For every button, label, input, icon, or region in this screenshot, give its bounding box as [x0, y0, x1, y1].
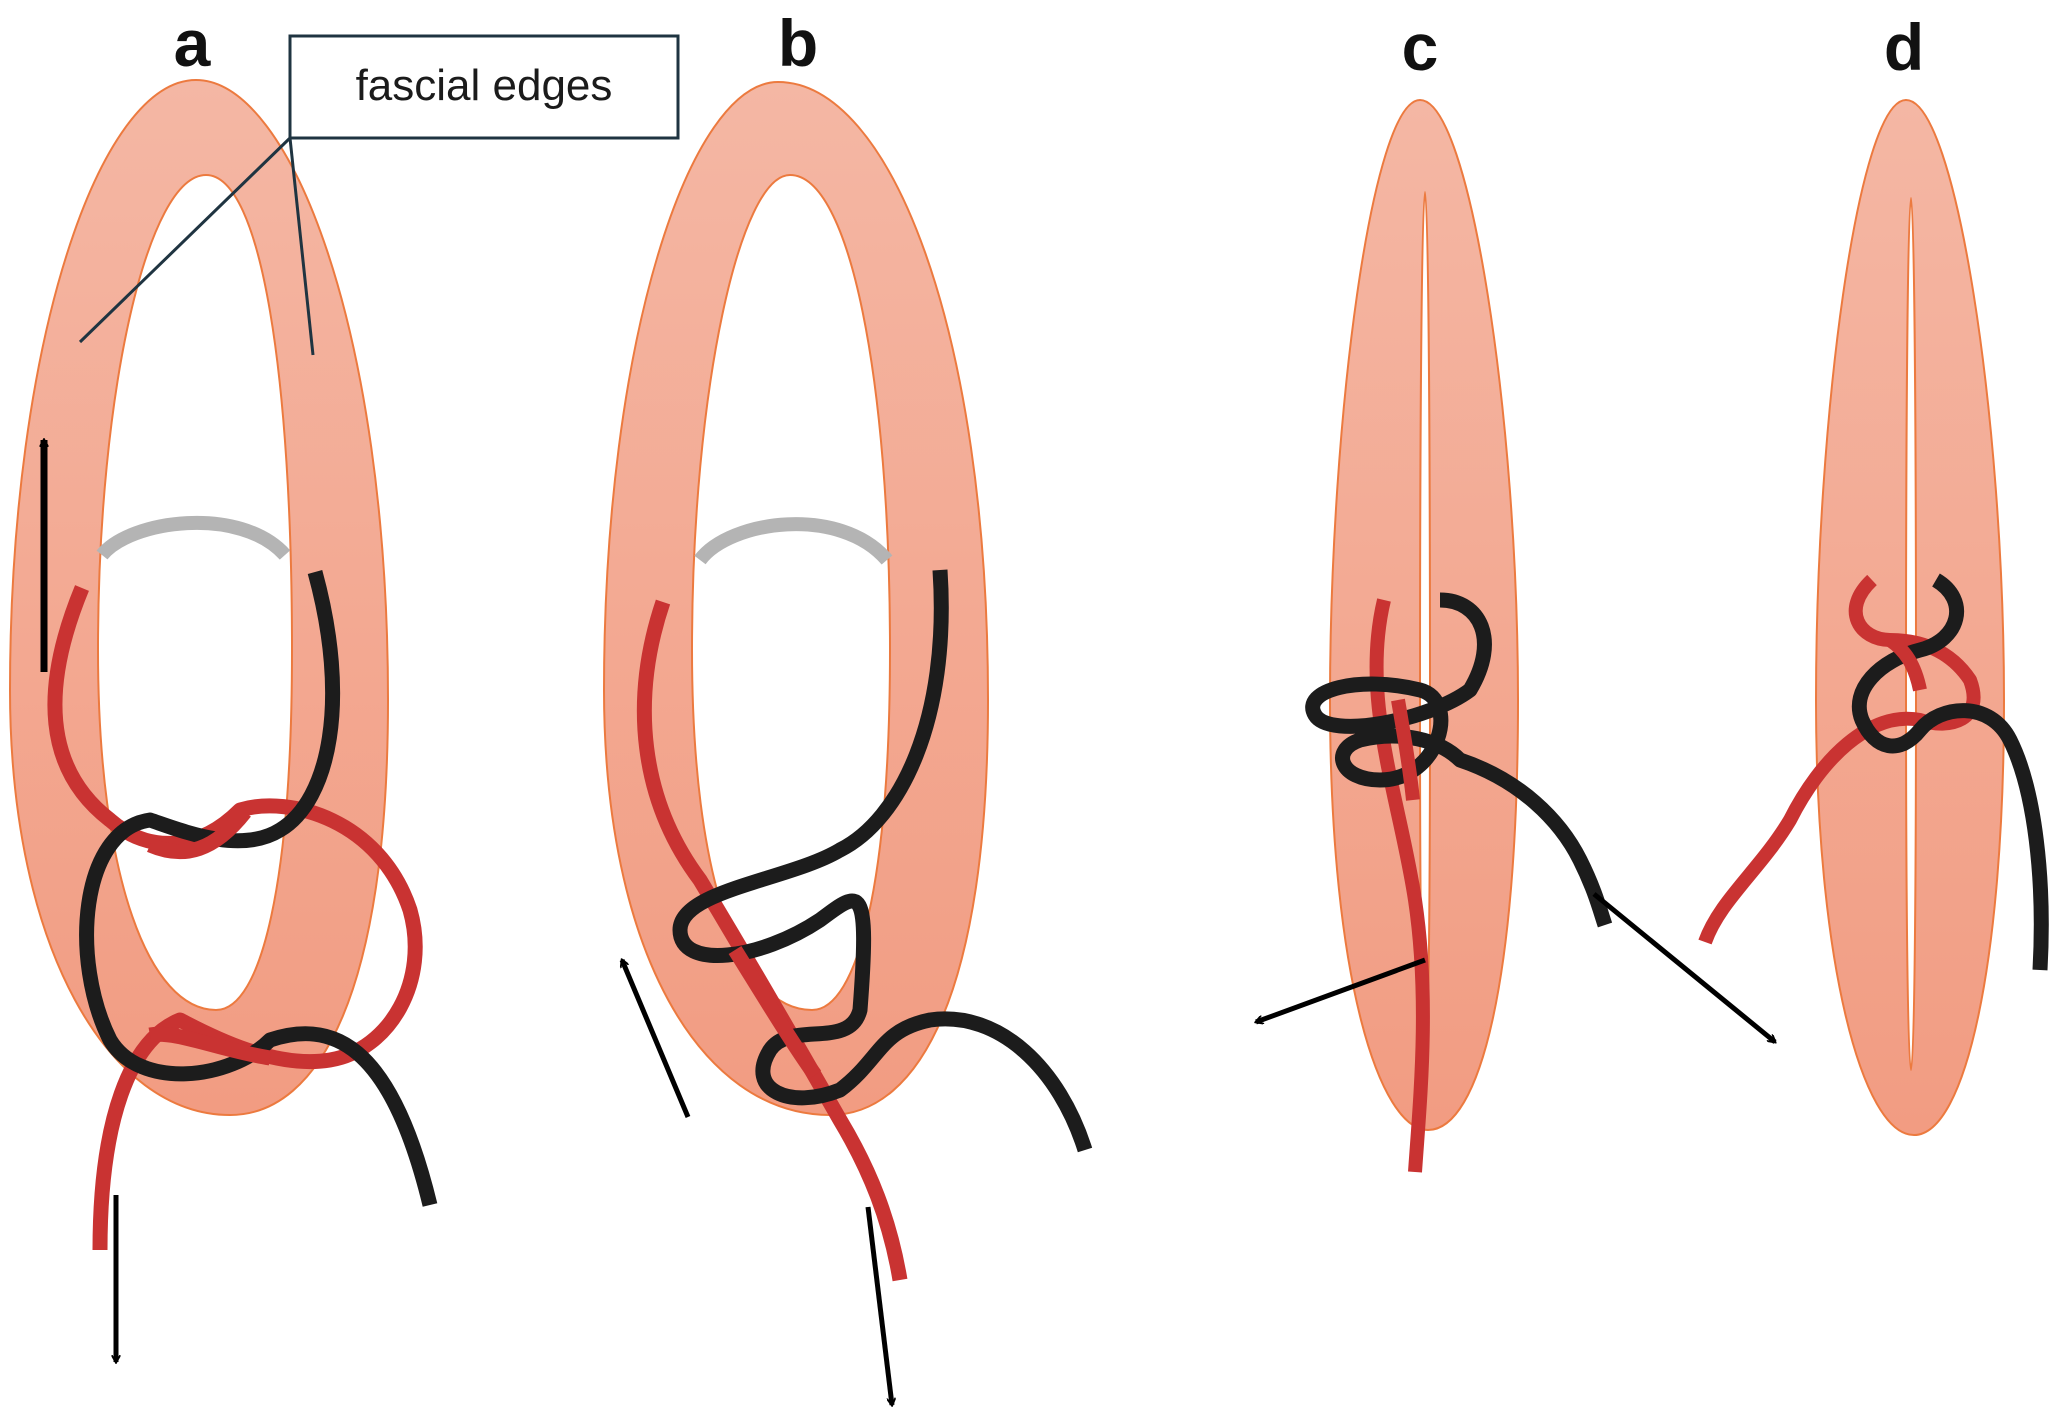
panel-letter-c: c — [1402, 10, 1439, 84]
panel-b: b — [604, 6, 1085, 1405]
panel-letter-d: d — [1884, 10, 1924, 84]
fascial-ring-b — [604, 82, 988, 1115]
callout-label: fascial edges — [356, 61, 613, 110]
needle-b — [700, 524, 887, 560]
arrow-right-c — [1594, 894, 1775, 1042]
panel-d: d — [1705, 10, 2041, 1135]
panel-letter-a: a — [174, 6, 212, 80]
fascial-ring-a — [10, 80, 388, 1115]
needle-a — [102, 523, 285, 555]
panel-c: c — [1256, 10, 1775, 1172]
panel-a: fascial edges a — [10, 6, 678, 1362]
panel-letter-b: b — [778, 6, 818, 80]
fascial-edges-d — [1816, 100, 2004, 1135]
